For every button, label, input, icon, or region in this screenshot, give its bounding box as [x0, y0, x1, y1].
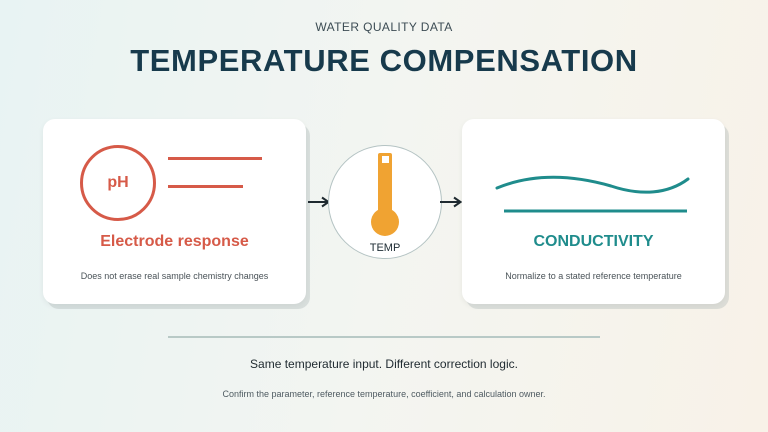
conductivity-label: CONDUCTIVITY	[533, 233, 654, 250]
footnote: Confirm the parameter, reference tempera…	[222, 389, 546, 399]
temp-label: TEMP	[369, 242, 401, 254]
electrode-response-card: pH Electrode response Does not erase rea…	[43, 119, 306, 304]
page-title: TEMPERATURE COMPENSATION	[130, 43, 638, 78]
conductivity-card: CONDUCTIVITY Normalize to a stated refer…	[462, 119, 725, 304]
ph-response-line-bottom	[168, 185, 243, 188]
temp-circle: TEMP	[328, 145, 442, 259]
conductivity-note: Normalize to a stated reference temperat…	[505, 271, 682, 281]
electrode-response-label: Electrode response	[100, 233, 249, 250]
eyebrow-label: WATER QUALITY DATA	[315, 20, 453, 34]
arrow-right-icon	[440, 196, 463, 208]
ph-response-line-top	[168, 157, 262, 160]
summary-line: Same temperature input. Different correc…	[250, 357, 518, 371]
thermometer-icon	[371, 153, 399, 236]
conductivity-wave-icon	[495, 175, 690, 213]
ph-circle-icon: pH	[80, 145, 156, 221]
electrode-response-note: Does not erase real sample chemistry cha…	[80, 271, 269, 281]
ph-badge-text: pH	[107, 174, 129, 191]
divider	[168, 336, 600, 338]
